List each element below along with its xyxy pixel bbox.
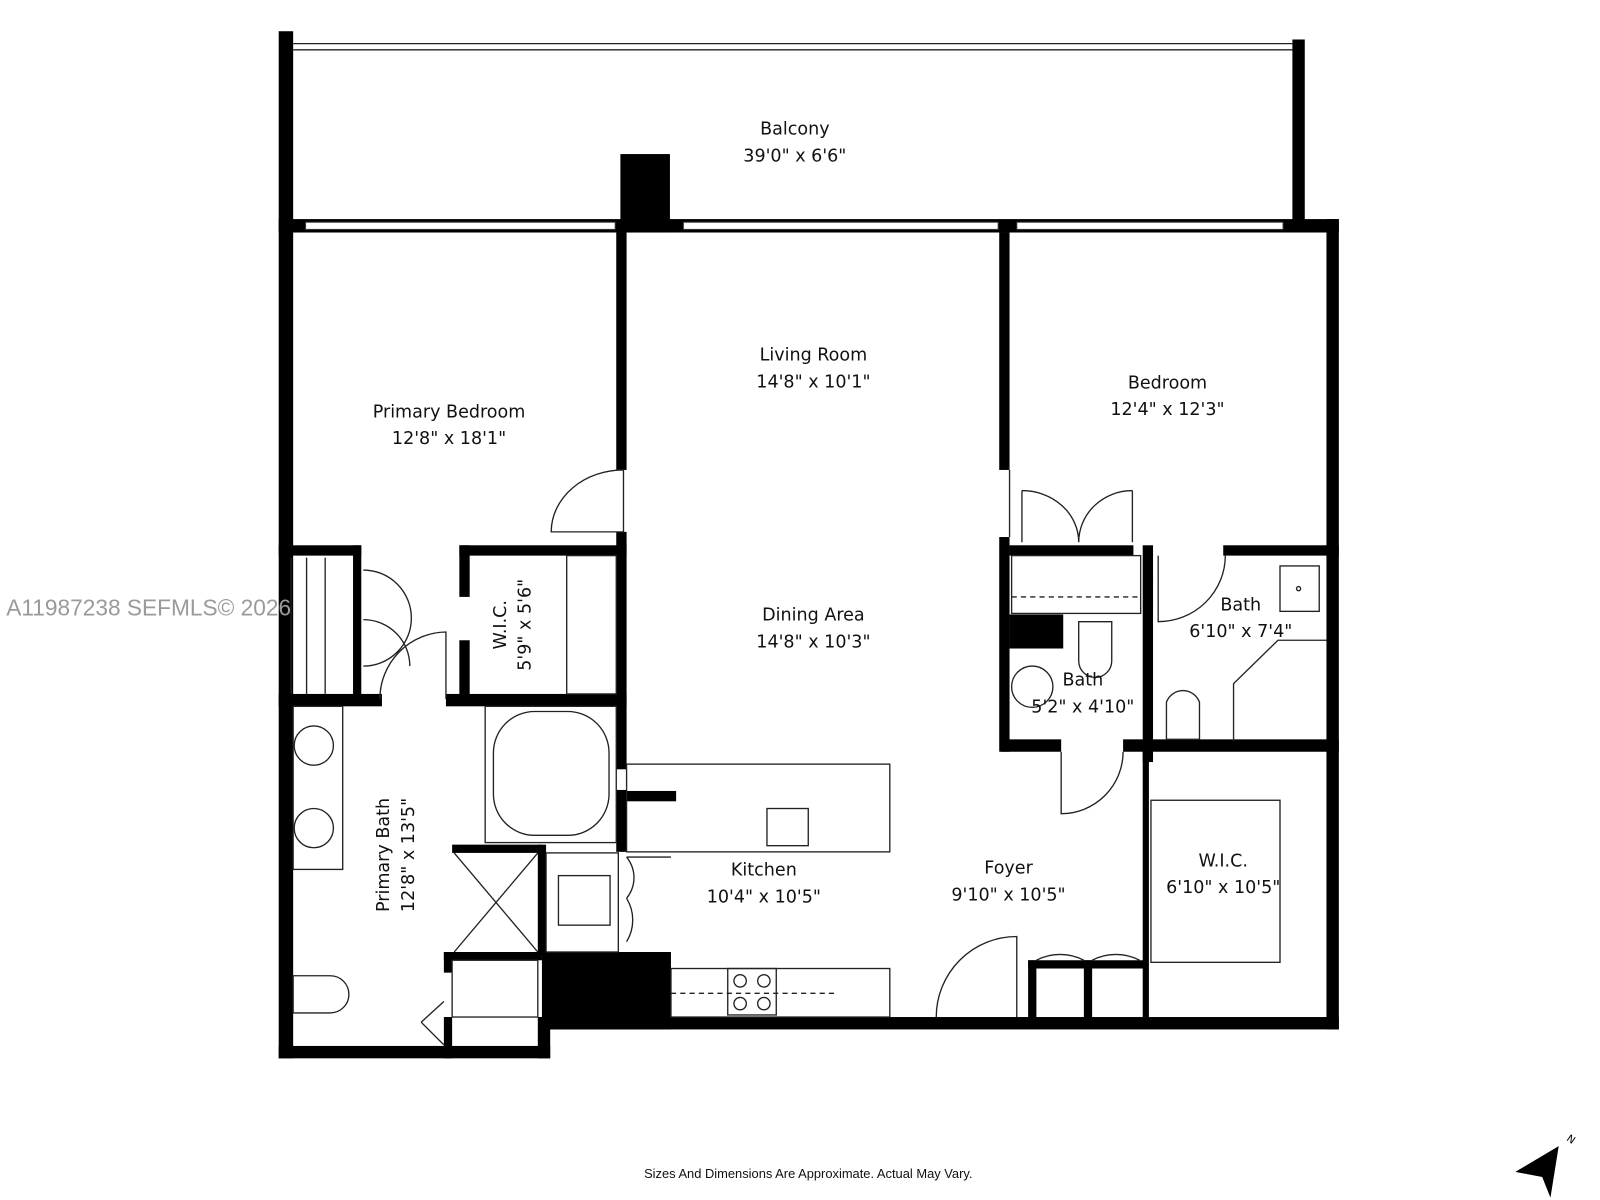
room-name-living-room: Living Room [760, 346, 868, 366]
room-size-bath-2: 5'2" x 4'10" [1031, 698, 1134, 718]
room-size-wic-2: 6'10" x 10'5" [1166, 878, 1280, 898]
windows [293, 42, 1293, 230]
room-size-kitchen: 10'4" x 10'5" [707, 887, 821, 907]
room-name-primary-wic: W.I.C. [491, 600, 511, 649]
room-size-primary-wic: 5'9" x 5'6" [516, 579, 536, 671]
room-name-bedroom: Bedroom [1128, 373, 1207, 393]
room-size-balcony: 39'0" x 6'6" [743, 146, 846, 166]
room-size-primary-bedroom: 12'8" x 18'1" [392, 429, 506, 449]
room-size-bath-1: 6'10" x 7'4" [1189, 622, 1292, 642]
room-labels: Balcony 39'0" x 6'6" Living Room 14'8" x… [373, 119, 1293, 912]
room-name-bath-1: Bath [1220, 595, 1261, 615]
room-size-bedroom: 12'4" x 12'3" [1110, 400, 1224, 420]
room-name-primary-bath: Primary Bath [374, 798, 394, 912]
room-name-primary-bedroom: Primary Bedroom [373, 402, 526, 422]
north-arrow-icon: N [1515, 1132, 1577, 1198]
room-name-kitchen: Kitchen [731, 861, 797, 881]
room-name-bath-2: Bath [1062, 671, 1103, 691]
compass-label: N [1564, 1132, 1577, 1146]
room-name-wic-2: W.I.C. [1198, 851, 1247, 871]
room-name-foyer: Foyer [984, 859, 1033, 879]
room-name-dining-area: Dining Area [762, 606, 865, 626]
room-size-foyer: 9'10" x 10'5" [951, 885, 1065, 905]
room-size-primary-bath: 12'8" x 13'5" [399, 798, 419, 912]
room-name-balcony: Balcony [760, 119, 830, 139]
footnote: Sizes And Dimensions Are Approximate. Ac… [644, 1166, 972, 1181]
room-size-living-room: 14'8" x 10'1" [756, 372, 870, 392]
fixtures [290, 469, 1327, 1046]
room-size-dining-area: 14'8" x 10'3" [756, 632, 870, 652]
watermark: A11987238 SEFMLS© 2026 [6, 594, 291, 620]
